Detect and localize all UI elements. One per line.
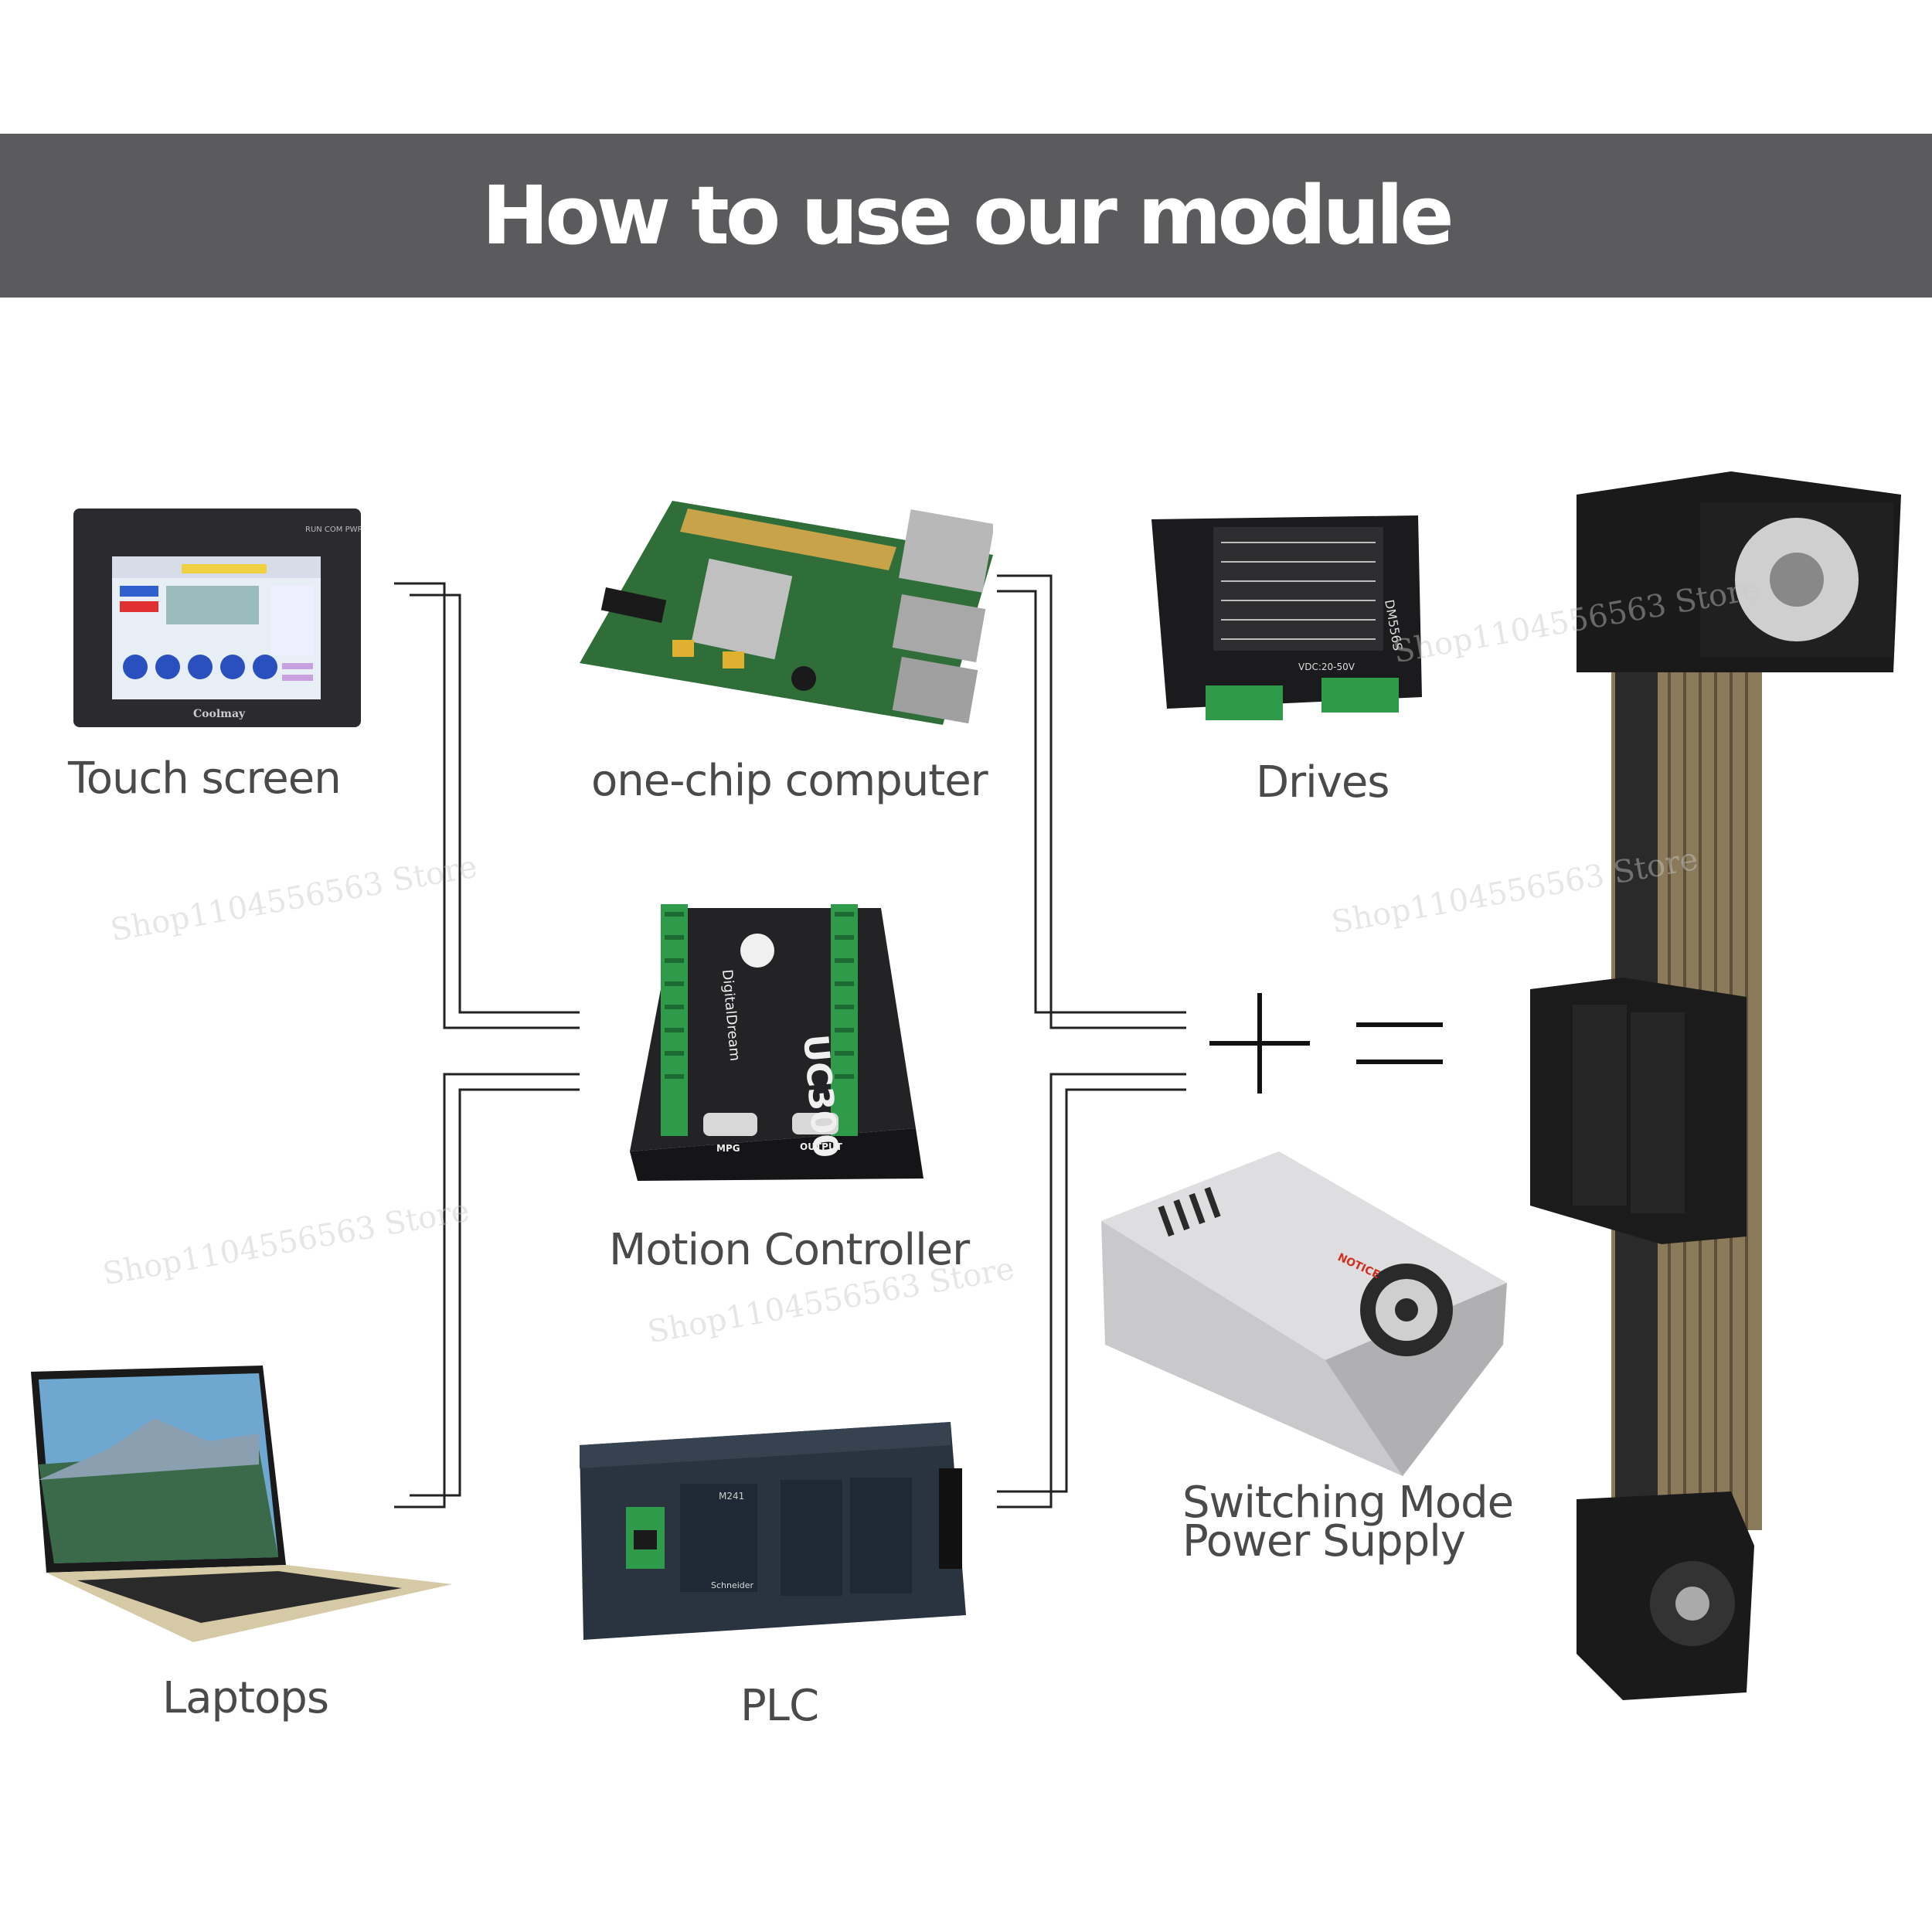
power-supply-label: Switching Mode Power Supply: [1182, 1478, 1514, 1566]
motion-controller-label: Motion Controller: [609, 1225, 970, 1275]
plc-brand-text: Schneider: [711, 1580, 754, 1590]
indicator-text: RUN COM PWR: [305, 526, 361, 534]
motion-controller-image: UC300 DigitalDream MPG OUTPUT: [630, 896, 931, 1182]
one-chip-computer-image: [572, 485, 995, 733]
one-chip-computer-label: one-chip computer: [591, 756, 988, 806]
drives-label: Drives: [1256, 757, 1389, 808]
plc-model-text: M241: [719, 1491, 744, 1502]
brand-text: Coolmay: [193, 708, 246, 720]
port-mpg-text: MPG: [716, 1143, 740, 1154]
laptops-label: Laptops: [162, 1673, 329, 1723]
plus-symbol: [1209, 993, 1310, 1094]
plc-image: M241 Schneider: [580, 1422, 966, 1640]
port-output-text: OUTPUT: [800, 1141, 843, 1152]
equals-symbol: [1356, 1022, 1443, 1065]
laptop-image: [31, 1364, 452, 1642]
touch-screen-image: RUN COM PWR Coolmay: [73, 509, 363, 727]
touch-screen-label: Touch screen: [68, 753, 342, 804]
page-title: How to use our module: [481, 168, 1454, 263]
linear-module-image: [1499, 464, 1901, 1700]
power-supply-image: NOTICE: [1101, 1151, 1507, 1476]
header-banner: How to use our module: [0, 134, 1932, 298]
plc-label: PLC: [740, 1681, 819, 1731]
drives-image: VDC:20-50V DM556S: [1144, 512, 1426, 730]
drive-spec-text: VDC:20-50V: [1298, 662, 1355, 672]
